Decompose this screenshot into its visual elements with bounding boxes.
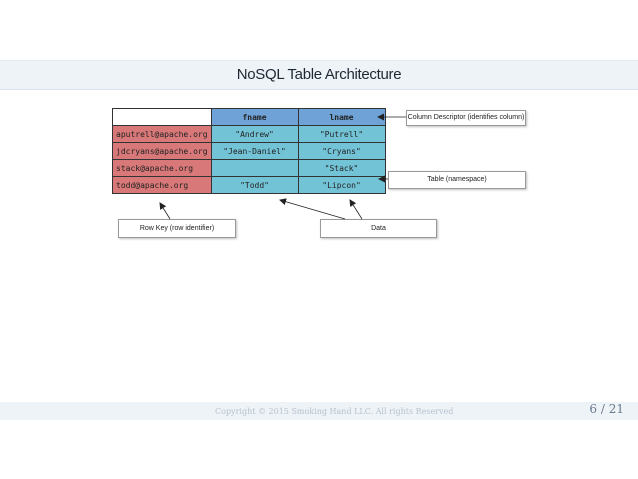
slide-title: NoSQL Table Architecture [236, 66, 402, 83]
data-label: Data [371, 225, 386, 232]
lname-cell: "Stack" [297, 159, 386, 177]
fname-cell: "Jean-Daniel" [210, 142, 299, 160]
row-key-arrow [159, 202, 171, 220]
table-label: Table (namespace) [427, 176, 487, 183]
fname-cell: "Todd" [210, 176, 299, 194]
title-band: NoSQL Table Architecture [0, 60, 638, 90]
lname-cell: "Lipcon" [297, 176, 386, 194]
row-key-label: Row Key (row identifier) [139, 225, 215, 232]
row-key-cell: jdcryans@apache.org [112, 142, 212, 160]
row-key-cell: stack@apache.org [112, 159, 212, 177]
footer-band [0, 402, 638, 420]
fname-cell: "Andrew" [210, 125, 299, 143]
copyright-text: Copyright © 2015 Smoking Hand LLC. All r… [215, 407, 454, 416]
row-key-cell: aputrell@apache.org [112, 125, 212, 143]
data-arrow-right [349, 199, 363, 220]
page-number: 6 / 21 [589, 402, 624, 416]
data-arrow-left [279, 198, 346, 220]
table-row: todd@apache.org "Todd" "Lipcon" [112, 176, 386, 194]
data-callout: Data [320, 219, 437, 238]
row-key-callout: Row Key (row identifier) [118, 219, 236, 238]
column-descriptor-callout: Column Descriptor (identifies column) [406, 110, 526, 126]
table-row: aputrell@apache.org "Andrew" "Putrell" [112, 125, 386, 143]
nosql-table: fname lname aputrell@apache.org "Andrew"… [112, 108, 386, 194]
column-descriptor-label: Column Descriptor (identifies column) [407, 114, 525, 121]
table-callout: Table (namespace) [388, 171, 526, 189]
table-row: stack@apache.org "Stack" [112, 159, 386, 177]
header-blank-cell [112, 108, 212, 126]
table-row: jdcryans@apache.org "Jean-Daniel" "Cryan… [112, 142, 386, 160]
row-key-cell: todd@apache.org [112, 176, 212, 194]
